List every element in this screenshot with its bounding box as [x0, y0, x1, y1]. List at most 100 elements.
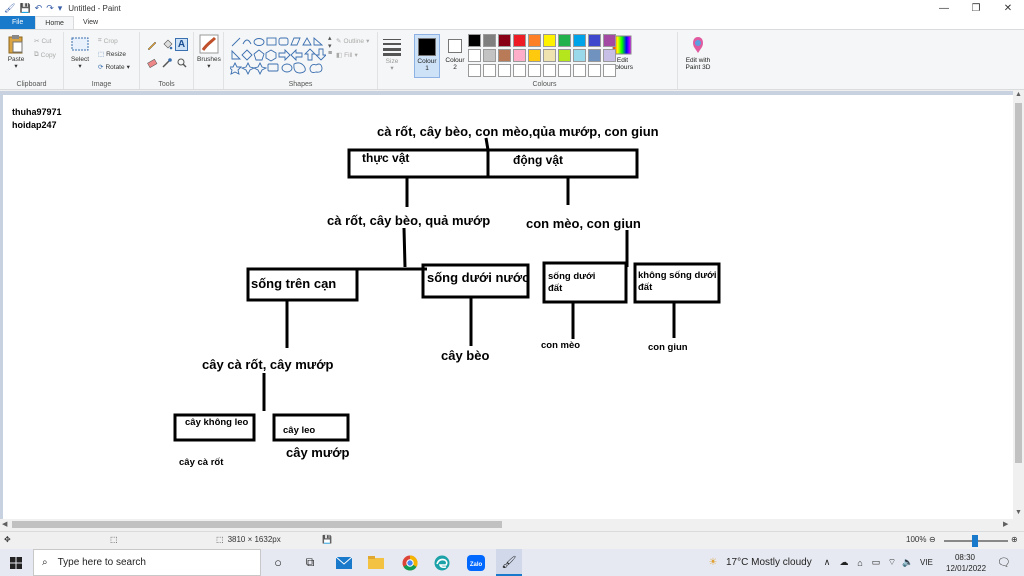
task-view-icon[interactable]: ⧉	[305, 555, 315, 569]
redo-icon[interactable]: ↷	[46, 2, 54, 13]
zoom-in-button[interactable]: ⊕	[1011, 535, 1018, 544]
palette-swatch[interactable]	[573, 49, 586, 62]
zalo-icon[interactable]: Zalo	[464, 549, 488, 576]
show-hidden-icons-icon[interactable]: ∧	[823, 557, 831, 567]
palette-swatch[interactable]	[588, 64, 601, 77]
palette-swatch[interactable]	[603, 49, 616, 62]
edge-icon[interactable]	[430, 549, 454, 576]
volume-icon[interactable]: 🔈	[902, 557, 914, 567]
text-tool-icon[interactable]: A	[175, 38, 188, 51]
rotate-button[interactable]: ⟳Rotate▾	[98, 63, 130, 72]
eraser-icon[interactable]	[146, 57, 158, 69]
palette-swatch[interactable]	[603, 64, 616, 77]
palette-swatch[interactable]	[528, 64, 541, 77]
vertical-scrollbar[interactable]: ▲ ▼	[1013, 91, 1024, 519]
outline-button[interactable]: ✎Outline▾	[336, 37, 369, 46]
select-label: Select	[70, 56, 90, 63]
colour-picker-icon[interactable]	[161, 57, 173, 69]
palette-swatch[interactable]	[588, 49, 601, 62]
input-language[interactable]: VIE	[920, 558, 933, 567]
fill-bucket-icon[interactable]	[161, 39, 173, 51]
palette-swatch[interactable]	[483, 64, 496, 77]
customize-toolbar-icon[interactable]: ▾	[57, 2, 63, 13]
palette-swatch[interactable]	[483, 34, 496, 47]
palette-swatch[interactable]	[543, 49, 556, 62]
palette-swatch[interactable]	[468, 49, 481, 62]
zoom-slider-thumb[interactable]	[972, 535, 978, 547]
cortana-icon[interactable]: ○	[274, 555, 282, 570]
palette-swatch[interactable]	[588, 34, 601, 47]
palette-swatch[interactable]	[573, 34, 586, 47]
save-icon[interactable]: 💾	[19, 2, 31, 13]
horizontal-scroll-thumb[interactable]	[12, 521, 502, 528]
wifi-icon[interactable]: ⌔	[887, 557, 897, 567]
clock[interactable]: 08:30 12/01/2022	[946, 552, 986, 574]
palette-swatch[interactable]	[558, 49, 571, 62]
resize-button[interactable]: ⬚Resize	[98, 50, 126, 59]
palette-swatch[interactable]	[498, 34, 511, 47]
paint-taskbar-icon[interactable]: 🖌	[496, 549, 522, 576]
palette-swatch[interactable]	[468, 34, 481, 47]
scroll-left-icon[interactable]: ◀	[2, 521, 8, 528]
close-button[interactable]: ✕	[1003, 2, 1013, 14]
edit-colours-button[interactable]: Edit colours	[612, 35, 633, 71]
palette-swatch[interactable]	[528, 49, 541, 62]
cut-button[interactable]: ✂Cut	[34, 37, 52, 46]
windows-logo-icon	[10, 556, 22, 569]
select-button[interactable]: Select ▾	[70, 34, 90, 70]
palette-swatch[interactable]	[483, 49, 496, 62]
edit-with-paint3d-button[interactable]: Edit with Paint 3D	[678, 35, 718, 71]
windows-start-button[interactable]	[4, 549, 28, 576]
weather-icon[interactable]: ☀	[708, 557, 718, 568]
palette-swatch[interactable]	[603, 34, 616, 47]
scroll-right-icon[interactable]: ▶	[1003, 521, 1009, 528]
colour2-button[interactable]: Colour 2	[442, 34, 468, 78]
size-button[interactable]: Size ▾	[382, 36, 402, 72]
tab-file[interactable]: File	[0, 16, 36, 29]
fill-button[interactable]: ◧Fill▾	[336, 51, 358, 60]
network-icon[interactable]: ⌂	[857, 557, 863, 568]
tab-view[interactable]: View	[82, 19, 99, 26]
crop-button[interactable]: ⌗Crop	[98, 37, 118, 45]
tab-home[interactable]: Home	[35, 16, 74, 29]
vertical-scroll-thumb[interactable]	[1015, 103, 1022, 463]
palette-swatch[interactable]	[468, 64, 481, 77]
pencil-icon[interactable]	[146, 39, 158, 51]
colour1-button[interactable]: Colour 1	[414, 34, 440, 78]
shapes-scroll[interactable]: ▴▾≡	[328, 35, 333, 57]
paste-button[interactable]: Paste ▾	[6, 34, 26, 70]
palette-swatch[interactable]	[573, 64, 586, 77]
onedrive-icon[interactable]: ☁	[839, 557, 849, 567]
scroll-down-icon[interactable]: ▼	[1015, 509, 1022, 516]
horizontal-scrollbar[interactable]: ◀ ▶	[0, 519, 1013, 530]
palette-swatch[interactable]	[513, 49, 526, 62]
palette-swatch[interactable]	[528, 34, 541, 47]
minimize-button[interactable]: —	[939, 2, 949, 14]
copy-button[interactable]: ⧉Copy	[34, 51, 56, 59]
colour1-swatch	[418, 38, 436, 56]
palette-swatch[interactable]	[513, 64, 526, 77]
palette-swatch[interactable]	[498, 64, 511, 77]
maximize-button[interactable]: ❐	[971, 2, 981, 14]
scroll-up-icon[interactable]: ▲	[1015, 91, 1022, 98]
palette-swatch[interactable]	[543, 64, 556, 77]
magnifier-icon[interactable]	[176, 57, 188, 69]
chrome-icon[interactable]	[398, 549, 422, 576]
shapes-gallery[interactable]	[230, 36, 326, 76]
battery-icon[interactable]: ▭	[871, 557, 881, 567]
palette-swatch[interactable]	[543, 34, 556, 47]
palette-swatch[interactable]	[558, 64, 571, 77]
file-explorer-icon[interactable]	[364, 549, 388, 576]
mail-icon[interactable]	[332, 549, 356, 576]
notifications-icon[interactable]: 🗨	[997, 557, 1011, 569]
image-size: ⬚ 3810 × 1632px	[216, 535, 281, 544]
undo-icon[interactable]: ↶	[34, 2, 43, 13]
palette-swatch[interactable]	[498, 49, 511, 62]
palette-swatch[interactable]	[558, 34, 571, 47]
drawing-canvas[interactable]: thuha97971 hoidap247 cà rốt, cây bèo, co…	[3, 95, 1013, 519]
weather-text[interactable]: 17°C Mostly cloudy	[726, 557, 812, 568]
zoom-out-button[interactable]: ⊖	[929, 535, 936, 544]
brushes-button[interactable]: Brushes ▾	[197, 34, 221, 70]
taskbar-search-box[interactable]: ⌕ Type here to search	[33, 549, 261, 576]
palette-swatch[interactable]	[513, 34, 526, 47]
